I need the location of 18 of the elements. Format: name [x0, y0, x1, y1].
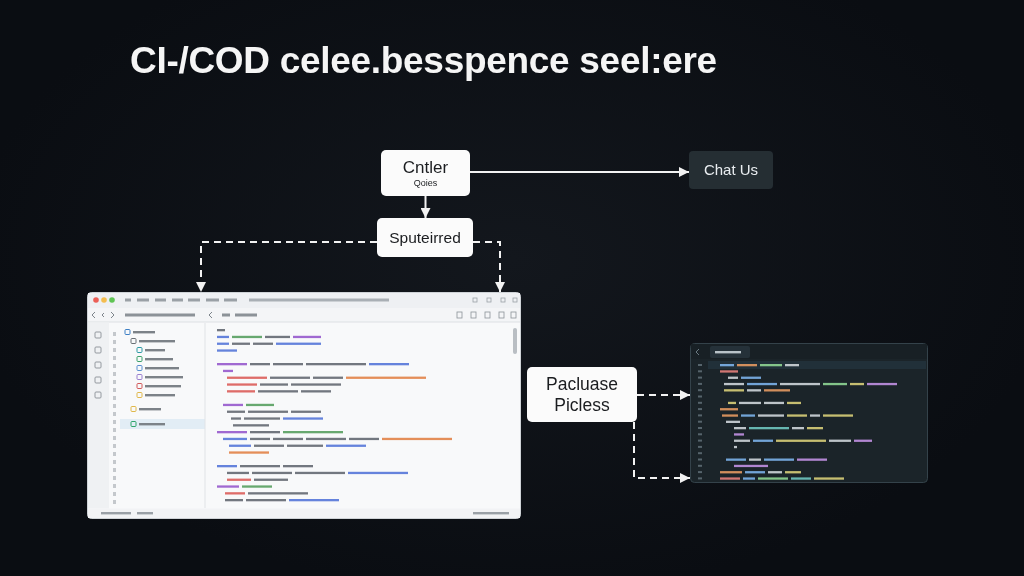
- diagram-title: CI-/COD celee.besspence seel:ere: [130, 40, 717, 82]
- process-box: [381, 150, 470, 196]
- process-box: [689, 151, 773, 189]
- dashed-arrow: [196, 241, 378, 293]
- box-sublabel: Qoies: [413, 177, 438, 188]
- code-panel-screenshot: [690, 343, 928, 483]
- dashed-arrow: [472, 241, 505, 293]
- box-label: Cntler: [402, 158, 449, 178]
- dashed-arrow: [633, 421, 691, 483]
- arrow: [469, 167, 690, 177]
- arrow: [420, 195, 431, 219]
- code-editor-screenshot: [87, 292, 521, 519]
- box-label: Pacluase Picless: [545, 374, 619, 415]
- process-box: [527, 367, 637, 422]
- dashed-arrow: [636, 390, 691, 400]
- process-box: [377, 218, 473, 257]
- box-label: Sputeirred: [389, 228, 461, 247]
- box-label: Chat Us: [703, 161, 759, 179]
